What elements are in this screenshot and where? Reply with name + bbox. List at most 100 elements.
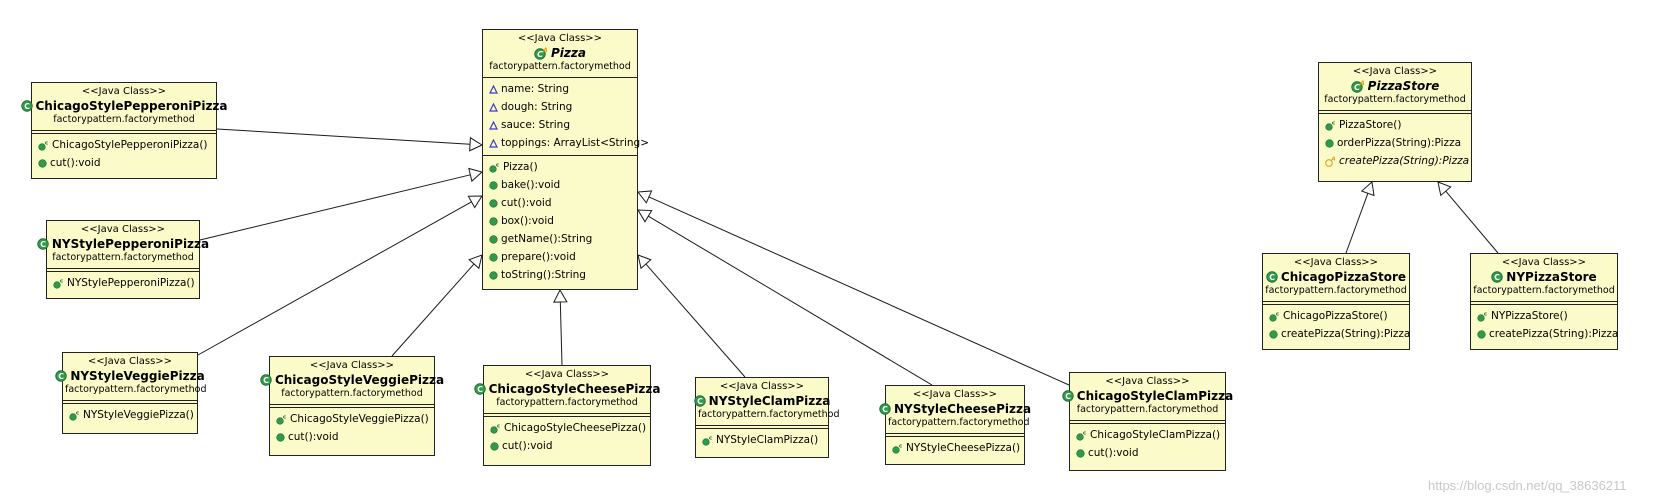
inheritance-edge-chicago-cheese [552,288,568,366]
method: getName():String [501,233,593,245]
method: NYStylePepperoniPizza() [67,277,195,289]
package-label: factorypattern.factorymethod [65,384,207,395]
package-label: factorypattern.factorymethod [888,417,1030,428]
method: cut():void [501,197,552,209]
public-method-icon [276,432,285,442]
svg-text:c: c [497,423,500,429]
inheritance-edge-ny-clam [637,254,746,378]
edge-line [391,263,475,357]
edge-line [648,215,933,386]
svg-text:C: C [697,397,703,406]
constructor-icon: c [1269,311,1280,322]
edge-line [197,201,472,356]
constructor-icon: c [489,162,500,173]
public-method-icon [38,158,47,168]
constructor-icon: c [702,435,713,446]
public-method-icon [489,252,498,262]
package-field-icon [489,102,498,112]
abstract-method-icon: A [1325,156,1336,167]
method: ChicagoStyleCheesePizza() [504,422,647,434]
class-icon: C [37,238,49,250]
generalization-arrowhead [637,190,653,204]
svg-text:C: C [1494,273,1500,282]
class-name: NYStyleCheesePizza [893,402,1032,416]
svg-text:c: c [1083,430,1086,436]
constructor-icon: c [1325,120,1336,131]
edge-line [1345,193,1369,254]
svg-text:c: c [60,278,63,284]
field: name: String [501,83,569,95]
class-name: ChicagoPizzaStore [1280,270,1407,284]
svg-text:C: C [24,102,30,111]
method: NYStyleClamPizza() [716,434,819,446]
watermark: https://blog.csdn.net/qq_38636211 [1428,478,1627,493]
constructor-icon: c [69,410,80,421]
field: dough: String [501,101,573,113]
class-icon: C [1266,271,1278,283]
stereotype-label: <<Java Class>> [80,224,166,235]
svg-text:A: A [1330,156,1335,162]
method: bake():void [501,179,561,191]
edge-line [559,301,563,366]
class-icon: C [1062,390,1074,402]
package-label: factorypattern.factorymethod [1265,285,1407,296]
svg-text:c: c [1332,120,1335,126]
inheritance-edge-ny-store [1437,181,1499,254]
svg-text:C: C [1065,392,1071,401]
class-name: NYPizzaStore [1506,270,1597,284]
class-icon: C [260,374,272,386]
inheritance-edge-ny-cheese [637,209,933,386]
inheritance-edge-chicago-store [1345,181,1375,254]
constructor-icon: c [38,140,49,151]
svg-text:A: A [1359,80,1365,87]
method: NYStyleVeggiePizza() [83,409,194,421]
svg-text:C: C [882,405,888,414]
svg-text:c: c [283,414,286,420]
stereotype-label: <<Java Class>> [1352,66,1438,77]
constructor-icon: c [1477,311,1488,322]
method: NYPizzaStore() [1491,310,1568,322]
svg-text:c: c [496,162,499,168]
constructor-icon: c [892,443,903,454]
inheritance-edge-chicago-pepperoni [216,128,484,152]
svg-text:c: c [76,410,79,416]
edge-line [216,128,471,145]
public-method-icon [489,198,498,208]
package-label: factorypattern.factorymethod [53,114,195,125]
public-method-icon [490,441,499,451]
public-method-icon [489,234,498,244]
package-field-icon [489,138,498,148]
svg-text:c: c [1484,311,1487,317]
public-method-icon [1477,329,1486,339]
class-icon: C [473,383,486,395]
constructor-icon: c [276,414,287,425]
field: sauce: String [501,119,571,131]
edge-line [645,263,746,378]
stereotype-label: <<Java Class>> [1501,257,1587,268]
class-name: NYStyleClamPizza [708,394,831,408]
svg-text:A: A [542,47,548,54]
method: box():void [501,215,554,227]
edge-line [1445,190,1499,254]
package-label: factorypattern.factorymethod [496,397,638,408]
generalization-arrowhead [637,254,652,270]
stereotype-label: <<Java Class>> [81,86,167,97]
svg-text:C: C [1354,83,1360,92]
stereotype-label: <<Java Class>> [87,356,173,367]
svg-text:C: C [40,240,46,249]
package-field-icon [489,84,498,94]
